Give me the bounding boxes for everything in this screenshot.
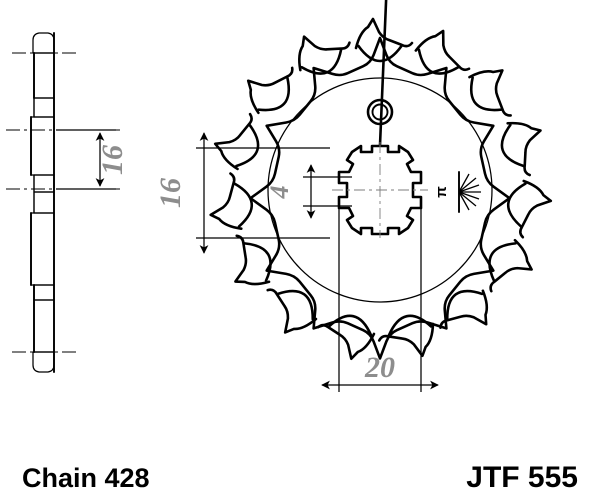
surface-finish-mark: π xyxy=(433,171,481,213)
dim4-label: 4 xyxy=(265,186,294,200)
part-number-label: JTF 555 xyxy=(466,461,578,494)
sprocket-rim-profile xyxy=(209,17,553,361)
sprocket-tooth-valleys xyxy=(233,44,527,337)
dim16f-label: 16 xyxy=(154,178,187,208)
side-section-view: 16 xyxy=(6,32,129,373)
dimension-16-front: 16 xyxy=(154,132,330,254)
section-block-web-lower xyxy=(33,284,55,301)
chain-spec-label: Chain 428 xyxy=(22,463,150,493)
section-block-web-upper xyxy=(33,97,55,118)
dim16s-label: 16 xyxy=(96,145,129,175)
splined-bore xyxy=(332,0,428,238)
surface-mark-rays xyxy=(458,173,481,211)
section-block-upper-rim xyxy=(33,52,55,99)
section-block-lower-rim xyxy=(33,299,55,353)
front-face-view: π 16 4 20 xyxy=(154,0,553,392)
section-block-hub-upper xyxy=(30,116,55,176)
dimension-16-section: 16 xyxy=(56,129,129,190)
section-block-spline-lower xyxy=(33,191,55,214)
dimension-4-front: 4 xyxy=(265,164,352,219)
sprocket-inner-circle xyxy=(267,77,493,303)
section-block-hub-lower xyxy=(30,212,55,286)
section-top-tooth xyxy=(32,32,55,54)
sprocket-tooth-outline xyxy=(249,36,511,360)
splined-bore-outline xyxy=(378,0,388,147)
section-bottom-tooth xyxy=(32,351,55,373)
dimension-20-front: 20 xyxy=(321,200,439,392)
surface-mark-label: π xyxy=(433,186,450,198)
dim20-label: 20 xyxy=(364,351,395,384)
spline-profile xyxy=(337,144,423,236)
